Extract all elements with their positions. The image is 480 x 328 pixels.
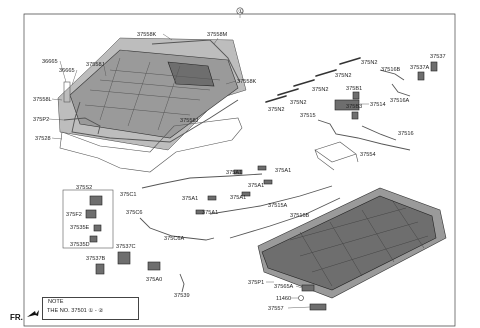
busbar-group: 375A1 375A1 375A1 375A1 375A1 375A1 375C… [120,165,341,242]
harness-375C1 [141,173,263,189]
upper-labels: 37558K 37558M 36665 36665 37558J 37558L … [33,32,257,142]
label-375A1-b: 375A1 [275,168,291,174]
label-375A1-d: 375A1 [230,195,246,201]
relay-375F2 [85,209,97,219]
label-375P1: 375P1 [248,280,264,286]
part-375A0 [147,261,161,271]
label-37557: 37557 [268,306,284,312]
upper-cover-group [57,37,247,173]
label-375C6A: 375C6A [164,236,184,242]
fuse-37535E [93,224,102,232]
label-375F2: 375F2 [66,212,82,218]
label-37537B: 37537B [86,256,106,262]
label-375A1-f: 375A1 [202,210,218,216]
label-36665-a: 36665 [42,59,58,65]
note-title: NOTE [48,299,64,305]
part-37537 [430,61,438,72]
harness-37516A [391,83,411,97]
connector-375B1 [352,91,360,100]
harness-37558M [151,39,241,83]
label-36665-b: 36665 [59,68,75,74]
sub-box-375S2 [62,189,114,249]
label-375A1-a: 375A1 [226,170,242,176]
label-37516A: 37516A [390,98,410,104]
lower-gasket-37528 [59,117,243,173]
bracket-36665 [63,81,71,103]
label-37537A: 37537A [410,65,430,71]
connector-375B3 [351,111,359,120]
relay-375F2-a [89,195,103,206]
harness-37515 [317,119,411,151]
label-37528: 37528 [35,136,51,142]
label-375N2-e: 375N2 [268,107,284,113]
harness-37516B [379,69,405,81]
label-375A1-e: 375A1 [182,196,198,202]
label-37537: 37537 [430,54,446,60]
harness-375P2 [63,117,101,135]
part-37537C [117,251,131,265]
harness-37516B-lower [229,197,341,239]
harness-37516 [361,125,397,141]
label-37537C: 37537C [116,244,136,250]
label-37565A: 37565A [274,284,294,290]
label-37558J-b: 37558J [180,118,199,124]
harness-375C6 [139,217,215,241]
label-375N2-a: 375N2 [361,60,377,66]
label-37516B: 37516B [381,67,401,73]
harness-37558J [71,99,239,143]
label-37558J: 37558J [86,62,105,68]
label-375N2-c: 375N2 [312,87,328,93]
label-375A1-c: 375A1 [248,183,264,189]
bolt-11460 [298,295,304,301]
harness-37515A [209,185,333,215]
part-37557 [309,303,327,311]
label-37516: 37516 [398,131,414,137]
label-37539: 37539 [174,293,190,299]
label-37558K: 37558K [137,32,157,38]
label-375C6: 375C6 [126,210,142,216]
label-37535D: 37535D [70,242,90,248]
lower-tray-floor [261,195,437,291]
note-text: THE NO. 37501 ① - ② [47,308,104,314]
left-components: 375S2 375F2 37535E 37535D 37537C 37537B … [62,185,190,299]
label-375A0: 375A0 [146,277,162,283]
sensing-group: 375N2 375N2 375N2 375N2 375N2 375B1 375B… [265,54,446,171]
label-375B1: 375B1 [346,86,362,92]
label-11460: 11460 [276,296,291,302]
label-37515: 37515 [300,113,316,119]
label-375B3: 375B3 [346,104,362,110]
part-37539 [179,273,185,293]
label-37558M: 37558M [207,32,228,38]
assembly-ref-label: ① [238,8,243,15]
part-37537A [417,71,425,81]
assembly-frame: ① [23,7,456,327]
label-375S2: 375S2 [76,185,92,191]
label-37558K-b: 37558K [237,79,257,85]
label-37514: 37514 [370,102,386,108]
label-37558L: 37558L [33,97,52,103]
front-direction-label: FR. [10,313,23,322]
label-375C1: 375C1 [120,192,136,198]
label-375N2-d: 375N2 [290,100,306,106]
part-37537B [95,263,105,275]
lower-tray-group: 37565A 375P1 11460 37557 [248,187,447,312]
label-37535E: 37535E [70,225,90,231]
label-37515A: 37515A [268,203,288,209]
part-37565A [301,284,315,292]
label-375N2-b: 375N2 [335,73,351,79]
bms-unit-37514 [334,99,360,111]
label-37554: 37554 [360,152,376,158]
bracket-37554 [314,141,359,171]
front-arrow-icon [27,310,39,317]
note-box: NOTE THE NO. 37501 ① - ② [42,297,139,320]
fuse-37535D [89,235,98,243]
busbars-375A1 [195,165,273,215]
label-375P2: 375P2 [33,117,49,123]
sense-wires-375N2 [265,57,361,103]
label-37516B-b: 37516B [290,213,310,219]
